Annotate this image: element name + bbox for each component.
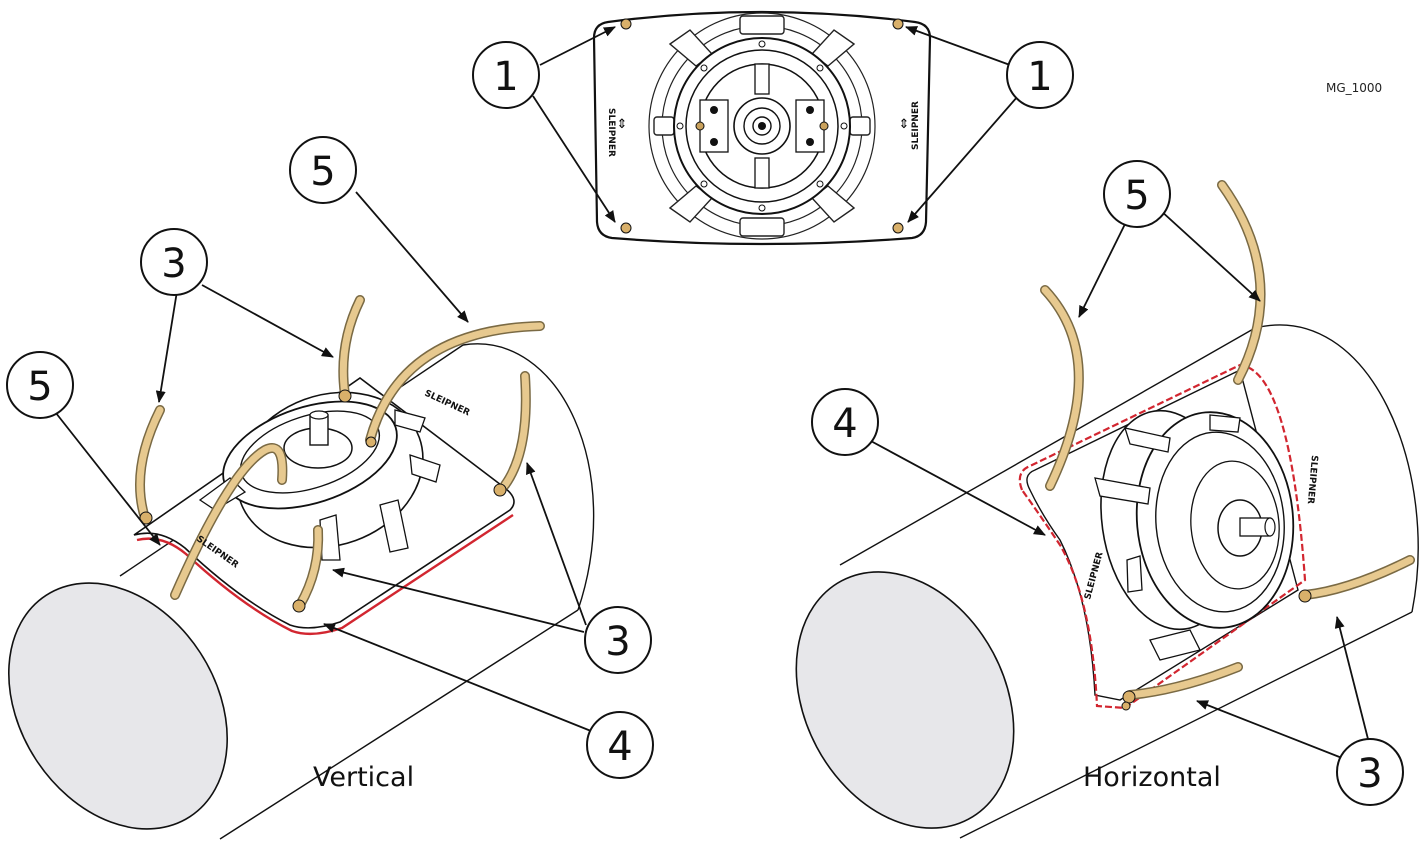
callout-3-vertical-mid: 3 (584, 606, 652, 674)
svg-text:⇕: ⇕ (899, 116, 910, 131)
svg-text:5: 5 (310, 149, 335, 195)
vertical-tube-end (8, 582, 228, 830)
callout-1-right: 1 (1006, 41, 1074, 109)
svg-text:1: 1 (1027, 54, 1052, 100)
svg-text:5: 5 (1124, 173, 1149, 219)
caption-vertical: Vertical (313, 762, 414, 793)
svg-text:4: 4 (832, 401, 857, 447)
vertical-seal (136, 513, 514, 636)
svg-text:SLEIPNER: SLEIPNER (423, 389, 472, 419)
figure-code: MG_1000 (1326, 81, 1382, 95)
horizontal-tube-end (795, 571, 1015, 829)
callout-4-horizontal: 4 (811, 388, 879, 456)
callout-4-vertical: 4 (586, 711, 654, 779)
horizontal-seal (1018, 363, 1307, 710)
brand-label-right: SLEIPNER (911, 101, 921, 150)
caption-horizontal: Horizontal (1083, 762, 1221, 793)
svg-text:5: 5 (27, 364, 52, 410)
svg-text:3: 3 (161, 241, 186, 287)
callout-3-vertical-top: 3 (140, 228, 208, 296)
top-flange-plate: SLEIPNER SLEIPNER ⇕ ⇕ (592, 10, 932, 246)
svg-text:SLEIPNER: SLEIPNER (1305, 455, 1319, 505)
svg-text:1: 1 (493, 54, 518, 100)
horizontal-assembly: SLEIPNER SLEIPNER Horizontal (795, 180, 1419, 839)
callouts: 1 1 5 3 5 3 4 5 (6, 41, 1404, 806)
callout-5-vertical-left: 5 (6, 351, 74, 419)
horizontal-hoses (1040, 180, 1415, 700)
svg-text:⇕: ⇕ (617, 116, 628, 131)
callout-3-horizontal: 3 (1336, 738, 1404, 806)
callout-5-horizontal: 5 (1103, 160, 1171, 228)
brand-label-left: SLEIPNER (606, 108, 616, 157)
svg-text:3: 3 (605, 619, 630, 665)
leader-lines (51, 26, 1369, 759)
callout-1-left: 1 (472, 41, 540, 109)
vertical-hoses (135, 295, 545, 610)
svg-text:3: 3 (1357, 751, 1382, 797)
vertical-assembly: SLEIPNER SLEIPNER Vertical (8, 295, 595, 840)
svg-text:4: 4 (607, 724, 632, 770)
callout-5-vertical-top: 5 (289, 136, 357, 204)
